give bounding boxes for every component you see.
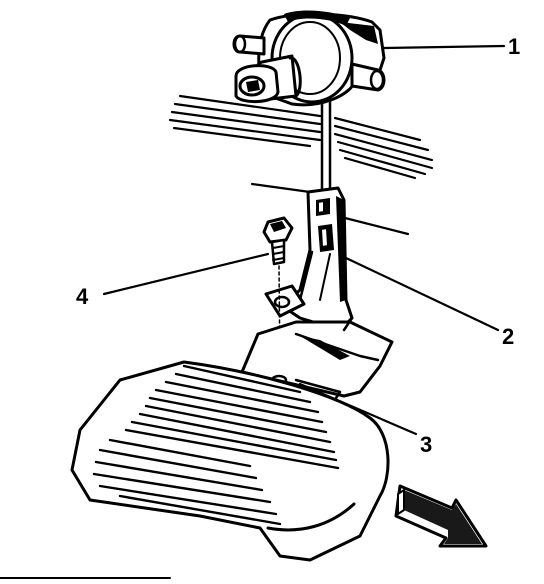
bolt: [262, 216, 294, 377]
lower-surface: [70, 360, 390, 562]
mounting-bracket: [264, 186, 354, 332]
callout-2: 2: [502, 324, 514, 349]
vacuum-valve: [232, 10, 386, 107]
mounting-plate: [240, 316, 394, 406]
upper-hatch-lines: [168, 94, 434, 236]
valve-rod: [320, 98, 332, 194]
leader-lines: [102, 44, 506, 436]
callout-3: 3: [420, 432, 432, 457]
front-direction-arrow-icon: [394, 484, 488, 548]
callout-1: 1: [508, 34, 520, 59]
callout-4: 4: [76, 284, 89, 309]
